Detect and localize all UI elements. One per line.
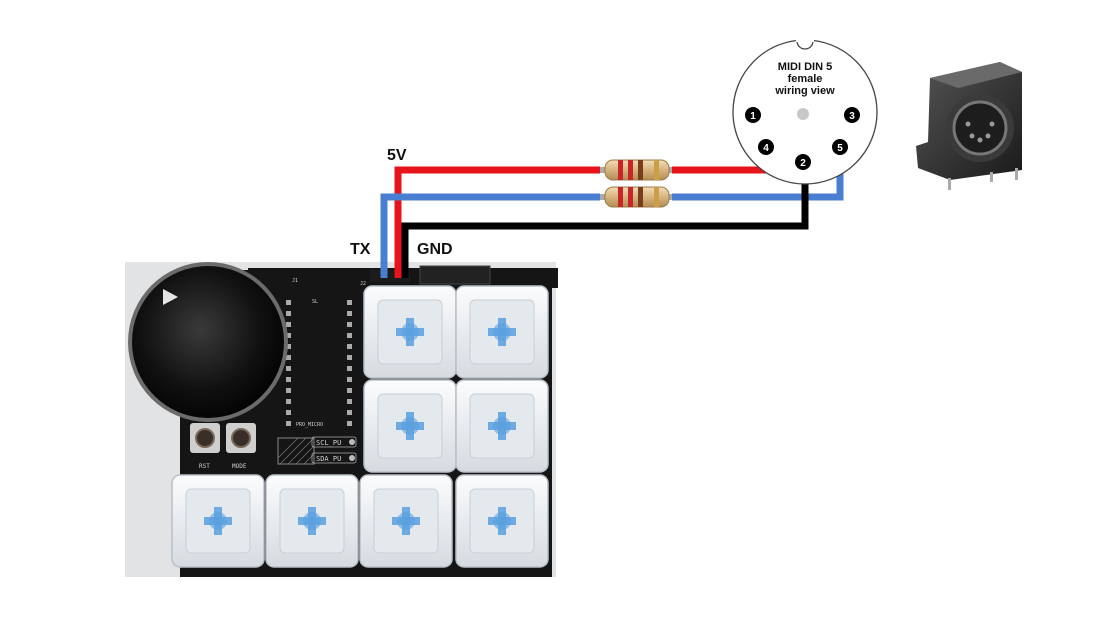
header-hole [347, 333, 352, 338]
din-pin-2: 2 [795, 154, 811, 170]
header-hole [286, 388, 291, 393]
header-hole [347, 366, 352, 371]
din5-connector-diagram: MIDI DIN 5 female wiring view 1 3 4 5 2 [732, 38, 878, 185]
resistor-tx [600, 186, 672, 208]
header-hole [286, 377, 291, 382]
header-hole [286, 355, 291, 360]
rotary-knob [128, 262, 288, 422]
mode-button: MODE [226, 423, 256, 470]
scl-pu-box [311, 436, 357, 448]
label-5v: 5V [387, 147, 407, 164]
header-hole [347, 399, 352, 404]
header-hole [286, 399, 291, 404]
key-switch [171, 474, 265, 568]
din-pin-1: 1 [745, 107, 761, 123]
header-hole [347, 377, 352, 382]
header-hole [347, 355, 352, 360]
key-switch [363, 379, 457, 473]
din-title-2: female [788, 73, 823, 85]
header-hole [286, 333, 291, 338]
din-pin-5: 5 [832, 139, 848, 155]
label-gnd: GND [417, 241, 453, 258]
din-pin-3-label: 3 [849, 111, 855, 122]
din-center-hole [797, 108, 809, 120]
din-pin-1-label: 1 [750, 111, 756, 122]
key-switch [455, 379, 549, 473]
key-switch [359, 474, 453, 568]
resistor-5v [600, 159, 672, 181]
header-hole [347, 410, 352, 415]
din-pin-3: 3 [844, 107, 860, 123]
header-hole [347, 344, 352, 349]
sda-pu-box [311, 452, 357, 464]
din-pin-4-label: 4 [763, 143, 769, 154]
header-hole [347, 388, 352, 393]
rst-button: RST [190, 423, 220, 470]
key-switch [455, 474, 549, 568]
header-hole [286, 322, 291, 327]
key-switch [363, 285, 457, 379]
din-pin-5-label: 5 [837, 143, 843, 154]
silk-j2: J2 [360, 281, 366, 287]
header-hole [286, 366, 291, 371]
macropad-photo: PRO_MICRO J1 J2 SL SCL_PU SDA_PU RST [125, 262, 558, 577]
wire-5v [394, 166, 600, 278]
header-hole [347, 322, 352, 327]
wire-tx [380, 193, 600, 278]
silk-j1: J1 [292, 278, 298, 284]
din-title-3: wiring view [774, 85, 835, 97]
din-pin-4: 4 [758, 139, 774, 155]
key-switch-grid [171, 285, 549, 568]
silk-pro-micro: PRO_MICRO [296, 422, 323, 428]
wire-gnd [401, 165, 809, 278]
din-key-notch [796, 40, 814, 50]
din-jack-photo [916, 62, 1022, 190]
header-connector [419, 265, 491, 285]
header-hole [347, 311, 352, 316]
din-pin-2-label: 2 [800, 158, 806, 169]
din-title-1: MIDI DIN 5 [778, 61, 832, 73]
mode-button-label: MODE [232, 463, 247, 470]
rst-button-label: RST [199, 463, 210, 470]
key-switch [265, 474, 359, 568]
header-hole [286, 344, 291, 349]
label-tx: TX [350, 241, 371, 258]
scl-pu-label: SCL_PU [316, 439, 341, 447]
pro-micro-headers [286, 300, 352, 426]
header-hole [347, 421, 352, 426]
header-hole [286, 311, 291, 316]
sda-pu-pad [349, 455, 355, 461]
header-hole [286, 421, 291, 426]
header-hole [347, 300, 352, 305]
knob-indicator-icon [163, 289, 178, 305]
key-switch [455, 285, 549, 379]
header-hole [286, 300, 291, 305]
silk-sl: SL [312, 299, 318, 305]
scl-pu-pad [349, 439, 355, 445]
sda-pu-label: SDA_PU [316, 455, 341, 463]
header-hole [286, 410, 291, 415]
